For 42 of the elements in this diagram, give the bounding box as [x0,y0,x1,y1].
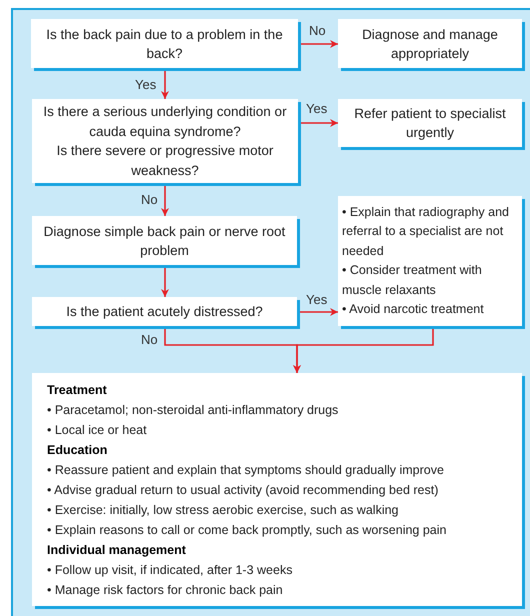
box-text: • Local ice or heat [47,422,148,438]
edge-label: Yes [135,78,156,92]
process-box [32,99,298,183]
process-box [338,99,522,147]
arrow [298,119,338,127]
process-box [32,216,297,265]
section-heading: Treatment [47,382,108,398]
note-box [32,373,522,606]
arrow [298,40,338,48]
edge-label: No [309,24,326,38]
arrow [293,326,434,373]
process-box [32,297,297,326]
section-heading: Individual management [47,542,187,559]
box-text: • Paracetamol; non-steroidal anti-inflammatory drugs [47,402,340,419]
box-text: • Reassure patient and explain that symptoms should gradually improve [47,462,445,479]
box-text: • Manage risk factors for chronic back pain [47,582,284,599]
arrow [161,183,169,216]
arrow [161,265,169,297]
box-text: • Advise gradual return to usual activity (avoid recommending bed rest) [47,482,440,499]
box-text: Diagnose simple back pain or nerve root problem [42,222,286,260]
process-box [338,19,522,68]
note-box [338,196,522,326]
edge-label: No [141,193,158,207]
box-text: Diagnose and manage appropriately [361,26,499,62]
box-text: Is the back pain due to a problem in the back? [45,26,284,62]
edge-label: No [141,333,158,347]
box-text: Is the patient acutely distressed? [66,303,263,321]
arrow [161,68,169,99]
box-text: • Consider treatment with muscle relaxants [342,262,483,298]
section-heading: Education [47,442,108,458]
box-text: • Explain that radiography and referral to a specialist are not needed [342,204,510,260]
process-box [31,19,298,68]
edge-label: Yes [306,102,328,116]
box-text: Is there severe or progressive motor weakness? [56,142,274,180]
edge-label: Yes [306,293,328,307]
box-text: • Exercise: initially, low stress aerobic exercise, such as walking [47,502,400,519]
box-text: • Explain reasons to call or come back promptly, such as worsening pain [47,522,448,539]
arrow [297,308,338,316]
box-text: Refer patient to specialist urgently [353,105,507,142]
box-text: • Avoid narcotic treatment [342,301,485,318]
box-text: Is there a serious underlying condition or cauda equina syndrome? [42,103,288,141]
box-text: • Follow up visit, if indicated, after 1-3 weeks [47,562,294,579]
